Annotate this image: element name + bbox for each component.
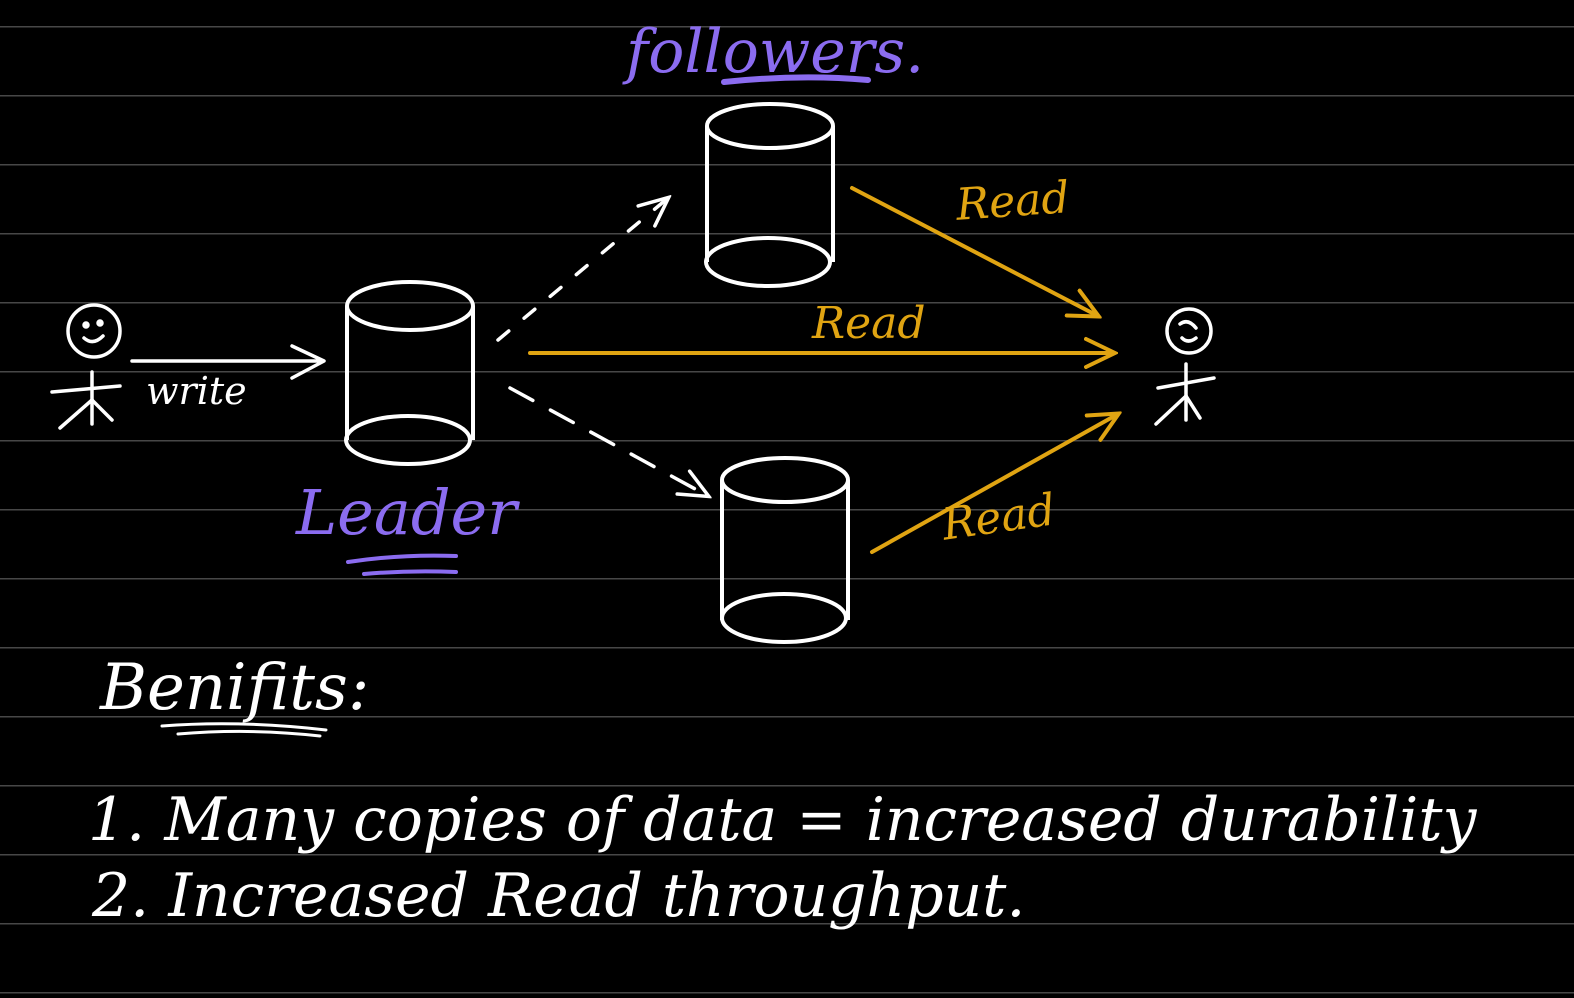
- leader-underline: [346, 553, 458, 576]
- read-arrow-top: [850, 186, 1098, 316]
- read-label-middle: Read: [812, 298, 926, 349]
- benefit-item-2: 2. Increased Read throughput.: [92, 861, 1026, 931]
- read-arrow-bottom: [870, 414, 1118, 554]
- followers-label: followers.: [626, 17, 925, 87]
- write-label: write: [146, 369, 247, 413]
- reader-user-icon: [1154, 307, 1216, 426]
- benefits-underline: [160, 722, 328, 738]
- benefits-title: Benifits:: [100, 651, 370, 725]
- follower-top-database-icon: [704, 102, 835, 288]
- replication-arrow-top: [496, 198, 668, 342]
- write-arrow-line: [130, 344, 326, 380]
- replication-arrow-bottom: [508, 386, 708, 496]
- writer-user-icon: [50, 303, 122, 430]
- read-label-top: Read: [954, 172, 1072, 231]
- follower-bottom-database-icon: [720, 456, 850, 644]
- leader-label: Leader: [296, 476, 517, 549]
- followers-underline: [721, 74, 871, 85]
- leader-database-icon: [344, 280, 475, 466]
- benefit-item-1: 1. Many copies of data = increased durab…: [88, 785, 1477, 855]
